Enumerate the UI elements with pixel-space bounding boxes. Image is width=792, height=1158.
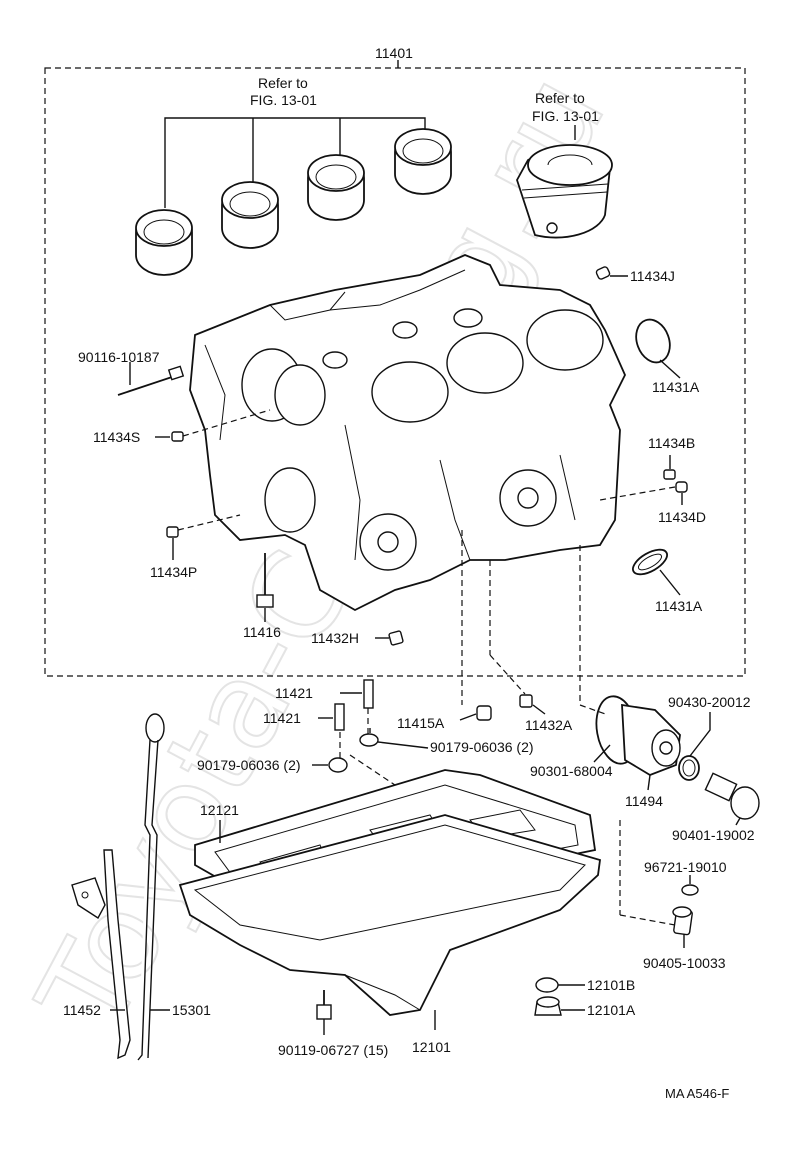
label-11401[interactable]: 11401: [375, 45, 413, 61]
label-90179-06036-a[interactable]: 90179-06036 (2): [430, 739, 534, 755]
refer-piston-line2[interactable]: FIG. 13-01: [532, 108, 599, 124]
label-15301[interactable]: 15301: [172, 1002, 211, 1018]
drain-plug-12101A[interactable]: [534, 996, 562, 1016]
cylinder-block[interactable]: [189, 254, 626, 612]
bearing-shell-4[interactable]: [394, 128, 452, 195]
bearing-shell-1[interactable]: [135, 209, 193, 276]
label-11415A[interactable]: 11415A: [397, 715, 445, 731]
label-90116-10187[interactable]: 90116-10187: [78, 349, 160, 365]
label-12101A[interactable]: 12101A: [587, 1002, 636, 1018]
oil-pan-12101[interactable]: [178, 814, 601, 1016]
stud-11421-a[interactable]: [363, 679, 374, 709]
oil-filter-bracket-11494[interactable]: [621, 703, 681, 776]
label-11434P[interactable]: 11434P: [150, 564, 197, 580]
label-11494[interactable]: 11494: [625, 793, 663, 809]
dipstick-15301[interactable]: [137, 713, 165, 1061]
bearing-shell-2[interactable]: [221, 181, 279, 249]
plug-11432A[interactable]: [519, 694, 533, 708]
plug-90405-10033[interactable]: [672, 906, 693, 936]
label-90179-06036-b[interactable]: 90179-06036 (2): [197, 757, 301, 773]
label-12121[interactable]: 12121: [200, 802, 239, 818]
label-96721-19010[interactable]: 96721-19010: [644, 859, 727, 875]
label-11452[interactable]: 11452: [63, 1002, 101, 1018]
dipstick-guide-11452[interactable]: [71, 849, 131, 1060]
refer-bearings-line1: Refer to: [258, 75, 308, 91]
label-90119-06727[interactable]: 90119-06727 (15): [278, 1042, 388, 1058]
part-11434J[interactable]: [595, 266, 611, 280]
plug-11432H[interactable]: [388, 630, 404, 646]
o-ring-90430-20012[interactable]: [678, 755, 700, 781]
bolt-90116-10187[interactable]: [117, 365, 185, 396]
label-11432H[interactable]: 11432H: [311, 630, 359, 646]
plug-11415A[interactable]: [476, 705, 492, 721]
stud-11421-b[interactable]: [334, 703, 345, 731]
label-12101[interactable]: 12101: [412, 1039, 451, 1055]
pin-11434D[interactable]: [675, 481, 688, 493]
label-11421-a[interactable]: 11421: [275, 685, 313, 701]
nut-90179-06036-a[interactable]: [359, 733, 379, 747]
piston[interactable]: [516, 144, 613, 239]
label-12101B[interactable]: 12101B: [587, 977, 635, 993]
label-11431A-top[interactable]: 11431A: [652, 379, 700, 395]
label-11434B[interactable]: 11434B: [648, 435, 695, 451]
union-bolt-90401-19002[interactable]: [704, 772, 760, 820]
label-11432A[interactable]: 11432A: [525, 717, 573, 733]
nut-90179-06036-b[interactable]: [328, 757, 348, 773]
label-11416[interactable]: 11416: [243, 624, 281, 640]
assembly-frame: [44, 67, 746, 677]
bolt-90119-06727[interactable]: [316, 990, 332, 1020]
gasket-12101B[interactable]: [535, 977, 559, 993]
label-90430-20012[interactable]: 90430-20012: [668, 694, 751, 710]
ring-11431A-bottom[interactable]: [629, 545, 671, 580]
bolt-11416[interactable]: [256, 553, 274, 608]
label-11434D[interactable]: 11434D: [658, 509, 706, 525]
pin-11434S[interactable]: [171, 431, 184, 442]
label-11421-b[interactable]: 11421: [263, 710, 301, 726]
label-90405-10033[interactable]: 90405-10033: [643, 955, 726, 971]
pin-11434B[interactable]: [663, 469, 676, 480]
refer-bearings-line2[interactable]: FIG. 13-01: [250, 92, 317, 108]
plug-11431A-top[interactable]: [630, 315, 675, 367]
label-11431A-bottom[interactable]: 11431A: [655, 598, 703, 614]
refer-piston-line1: Refer to: [535, 90, 585, 106]
label-11434S[interactable]: 11434S: [93, 429, 140, 445]
pin-11434P[interactable]: [166, 526, 179, 538]
label-90301-68004[interactable]: 90301-68004: [530, 763, 613, 779]
label-90401-19002[interactable]: 90401-19002: [672, 827, 755, 843]
label-11434J[interactable]: 11434J: [630, 268, 675, 284]
figure-code: MA A546-F: [665, 1086, 729, 1101]
gasket-96721-19010[interactable]: [681, 884, 699, 896]
bearing-shell-3[interactable]: [307, 154, 365, 221]
